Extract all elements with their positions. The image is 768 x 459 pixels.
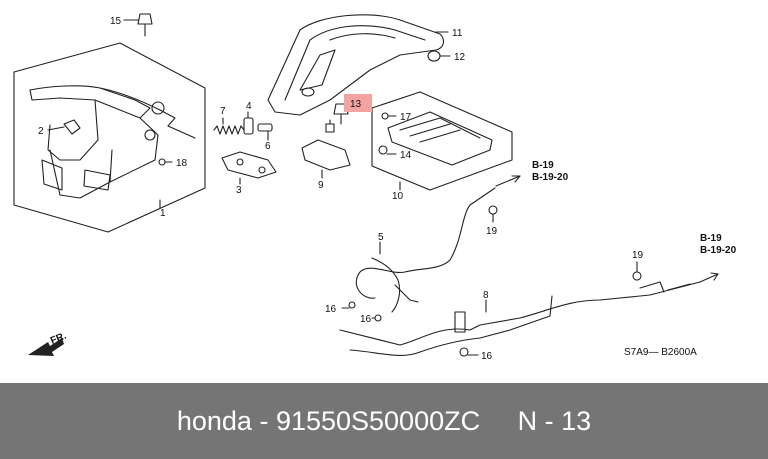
callout-19-a: 19	[486, 226, 498, 237]
cable-part-8	[339, 281, 701, 346]
caption-bar: honda - 91550S50000ZC N - 13	[0, 383, 768, 459]
highlight-box	[344, 94, 372, 112]
callout-10: 10	[392, 191, 404, 202]
callout-4: 4	[246, 101, 252, 112]
callout-7: 7	[220, 106, 226, 117]
front-direction-arrow: FR.	[28, 330, 68, 356]
bracket-part-3	[221, 151, 277, 179]
cable-part-5	[355, 187, 496, 299]
lever-handle	[29, 85, 151, 119]
brand-name: honda	[176, 405, 252, 436]
callout-14: 14	[400, 150, 412, 161]
diagram-position: N - 13	[517, 405, 592, 436]
callout-15: 15	[110, 16, 122, 27]
ref-label-2a: B-19	[700, 233, 722, 244]
callout-6: 6	[265, 141, 271, 152]
caption-text: honda - 91550S50000ZC N - 13	[177, 406, 591, 437]
caption-gap	[480, 406, 518, 436]
callout-16-a: 16	[325, 304, 337, 315]
part-number: 91550S50000ZC	[275, 405, 481, 436]
front-direction-label: FR.	[49, 330, 68, 346]
callout-1: 1	[160, 208, 166, 219]
callout-3: 3	[236, 185, 242, 196]
callout-9: 9	[318, 180, 324, 191]
callout-18: 18	[176, 158, 188, 169]
console-cover-part-11	[267, 14, 445, 116]
lever-panel-frame	[13, 42, 206, 233]
ref-label-1a: B-19	[532, 160, 554, 171]
callout-11: 11	[452, 28, 463, 39]
base-panel-frame	[371, 91, 513, 191]
callout-16-b: 16	[360, 314, 372, 325]
parts-diagram: FR. 1 2 3 4 5 6 7 8 9 10 11 12 13 14 15 …	[13, 13, 737, 362]
callout-12: 12	[454, 52, 466, 63]
ref-label-1b: B-19-20	[532, 172, 569, 183]
callout-13: 13	[350, 99, 362, 110]
callout-17: 17	[400, 112, 412, 123]
callout-8: 8	[483, 290, 489, 301]
base-plate	[387, 111, 493, 166]
clip-part-2	[63, 119, 81, 135]
callout-19-b: 19	[632, 250, 644, 261]
callout-5: 5	[378, 232, 384, 243]
callout-16-c: 16	[481, 351, 493, 362]
caption-separator: -	[251, 405, 276, 436]
callout-2: 2	[38, 126, 44, 137]
ref-label-2b: B-19-20	[700, 245, 737, 256]
bracket-part-9	[301, 139, 351, 171]
spring-part-7	[213, 125, 245, 135]
grommet-part-12	[427, 50, 441, 62]
diagram-code: S7A9— B2600A	[624, 347, 697, 358]
